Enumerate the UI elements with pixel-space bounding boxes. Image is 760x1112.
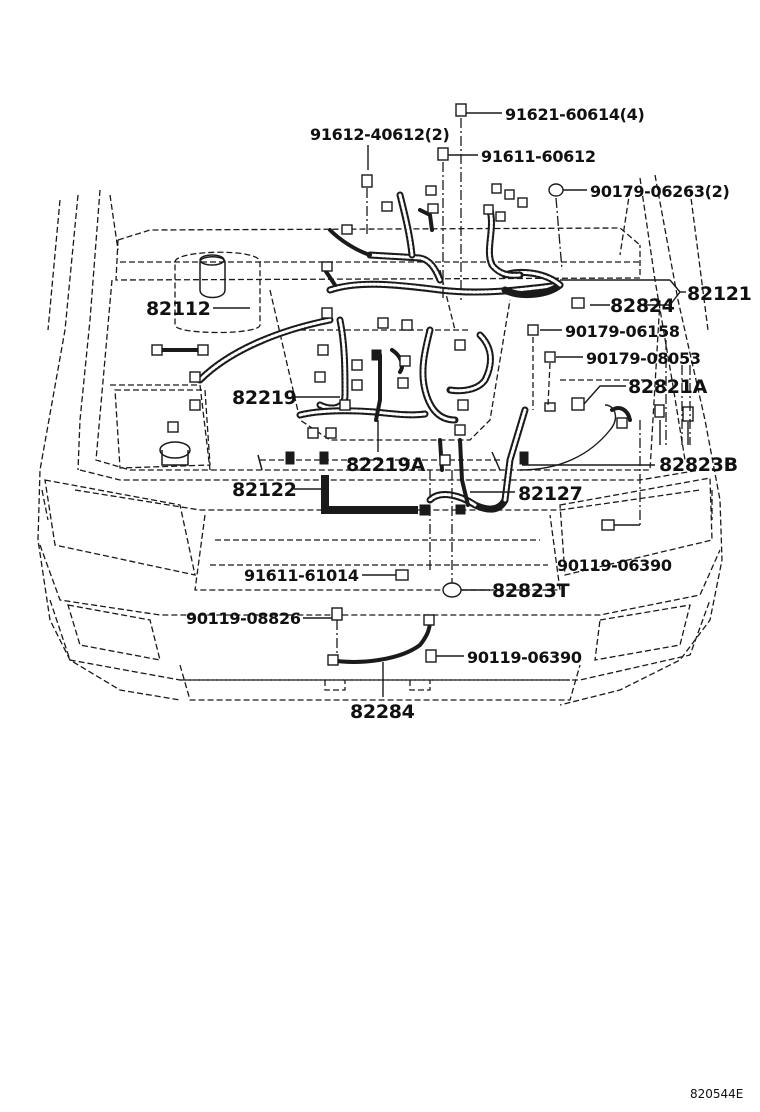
label-91611-60612: 91611-60612 <box>481 147 596 166</box>
label-82112: 82112 <box>146 298 211 320</box>
label-90119-06390-right: 90119-06390 <box>557 556 672 575</box>
label-82821A: 82821A <box>628 376 708 398</box>
label-82121: 82121 <box>687 283 752 305</box>
label-82823T: 82823T <box>492 580 570 602</box>
label-90119-08826: 90119-08826 <box>186 609 301 628</box>
part-labels: 91621-60614(4) 91612-40612(2) 91611-6061… <box>146 105 752 723</box>
label-91611-61014: 91611-61014 <box>244 566 359 585</box>
label-90179-06263: 90179-06263(2) <box>590 182 730 201</box>
label-90179-08053: 90179-08053 <box>586 349 701 368</box>
label-82219: 82219 <box>232 387 297 409</box>
reference-code: 820544E <box>690 1087 743 1101</box>
label-90179-06158: 90179-06158 <box>565 322 680 341</box>
leader-lines <box>213 112 691 697</box>
label-82284: 82284 <box>350 701 415 723</box>
label-91612-40612: 91612-40612(2) <box>310 125 450 144</box>
label-91621-60614: 91621-60614(4) <box>505 105 645 124</box>
label-90119-06390-bottom: 90119-06390 <box>467 648 582 667</box>
label-82824: 82824 <box>610 295 675 317</box>
label-82823B: 82823B <box>659 454 738 476</box>
label-82127: 82127 <box>518 483 583 505</box>
label-82122: 82122 <box>232 479 297 501</box>
wire-harnesses <box>158 191 632 664</box>
label-82219A: 82219A <box>346 454 426 476</box>
